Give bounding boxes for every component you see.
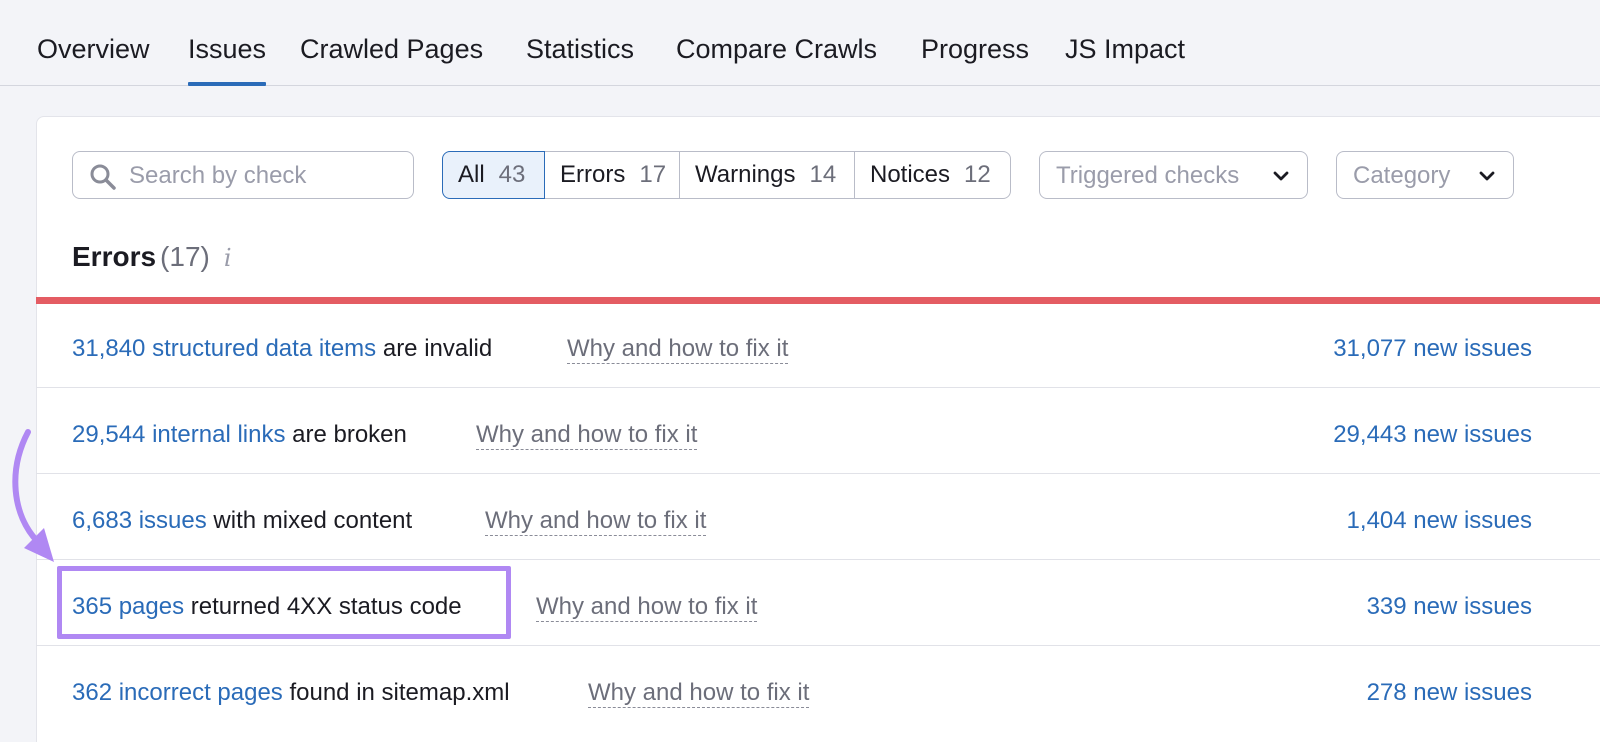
tab-progress[interactable]: Progress: [921, 34, 1030, 64]
why-fix-link[interactable]: Why and how to fix it: [476, 421, 698, 450]
issue-row: 6,683 issues with mixed content Why and …: [36, 474, 1600, 560]
filter-all-count: 43: [498, 161, 526, 188]
filter-all-label: All: [458, 161, 485, 188]
issue-description: 365 pages returned 4XX status code: [72, 593, 462, 621]
filter-errors[interactable]: Errors 17: [544, 151, 680, 199]
issue-count-link[interactable]: 362 incorrect pages: [72, 679, 283, 706]
error-severity-bar: [36, 297, 1600, 304]
new-issues-link[interactable]: 278 new issues: [1366, 679, 1532, 706]
triggered-checks-dropdown[interactable]: Triggered checks: [1039, 151, 1308, 199]
tab-crawled-pages[interactable]: Crawled Pages: [300, 34, 484, 64]
tab-js-impact[interactable]: JS Impact: [1065, 34, 1186, 64]
tab-overview[interactable]: Overview: [37, 34, 150, 64]
why-fix-link[interactable]: Why and how to fix it: [588, 679, 810, 708]
issue-text: found in sitemap.xml: [282, 679, 510, 706]
issue-text: are invalid: [376, 335, 493, 362]
tab-issues[interactable]: Issues: [188, 34, 267, 86]
issue-description: 6,683 issues with mixed content: [72, 507, 412, 535]
issue-text: with mixed content: [206, 507, 413, 534]
category-dropdown[interactable]: Category: [1336, 151, 1514, 199]
why-fix-link[interactable]: Why and how to fix it: [485, 507, 707, 536]
issue-row: 362 incorrect pages found in sitemap.xml…: [36, 646, 1600, 732]
tab-compare-crawls[interactable]: Compare Crawls: [676, 34, 878, 64]
issue-description: 29,544 internal links are broken: [72, 421, 407, 449]
search-icon: [90, 164, 116, 190]
filter-errors-label: Errors: [560, 161, 626, 188]
new-issues-link[interactable]: 1,404 new issues: [1346, 507, 1532, 534]
top-nav: Overview Issues Crawled Pages Statistics…: [0, 0, 1600, 86]
issue-count-link[interactable]: 365 pages: [72, 593, 185, 620]
search-box[interactable]: [72, 151, 414, 199]
why-fix-link[interactable]: Why and how to fix it: [567, 335, 789, 364]
issue-count-link[interactable]: 29,544 internal links: [72, 421, 286, 448]
issue-count-link[interactable]: 6,683 issues: [72, 507, 207, 534]
filter-notices[interactable]: Notices 12: [854, 151, 1011, 199]
section-count: (17): [160, 241, 210, 272]
why-fix-link[interactable]: Why and how to fix it: [536, 593, 758, 622]
category-label: Category: [1353, 162, 1451, 189]
chevron-down-icon: [1273, 171, 1289, 181]
annotation-arrow-icon: [12, 429, 54, 562]
filter-notices-label: Notices: [870, 161, 951, 188]
new-issues-link[interactable]: 29,443 new issues: [1333, 421, 1532, 448]
filter-warnings-label: Warnings: [695, 161, 796, 188]
issue-text: are broken: [285, 421, 407, 448]
triggered-checks-label: Triggered checks: [1056, 162, 1240, 189]
filter-all[interactable]: All 43: [442, 151, 545, 199]
filter-notices-count: 12: [964, 161, 991, 188]
new-issues-link[interactable]: 31,077 new issues: [1333, 335, 1532, 362]
section-heading: Errors(17) i: [72, 241, 232, 273]
issue-text: returned 4XX status code: [184, 593, 462, 620]
issue-row: 365 pages returned 4XX status code Why a…: [36, 560, 1600, 646]
issue-row: 29,544 internal links are broken Why and…: [36, 388, 1600, 474]
filter-errors-count: 17: [639, 161, 667, 188]
section-title: Errors: [72, 241, 157, 272]
issue-description: 31,840 structured data items are invalid: [72, 335, 492, 363]
tab-statistics[interactable]: Statistics: [526, 34, 635, 64]
search-input[interactable]: [129, 161, 399, 191]
new-issues-link[interactable]: 339 new issues: [1366, 593, 1532, 620]
filter-warnings[interactable]: Warnings 14: [679, 151, 855, 199]
highlight-box: [57, 566, 511, 639]
info-icon[interactable]: i: [223, 244, 232, 272]
issue-description: 362 incorrect pages found in sitemap.xml: [72, 679, 510, 707]
filter-warnings-count: 14: [809, 161, 837, 188]
issue-count-link[interactable]: 31,840 structured data items: [72, 335, 377, 362]
chevron-down-icon: [1479, 171, 1495, 181]
issue-row: 31,840 structured data items are invalid…: [36, 302, 1600, 388]
